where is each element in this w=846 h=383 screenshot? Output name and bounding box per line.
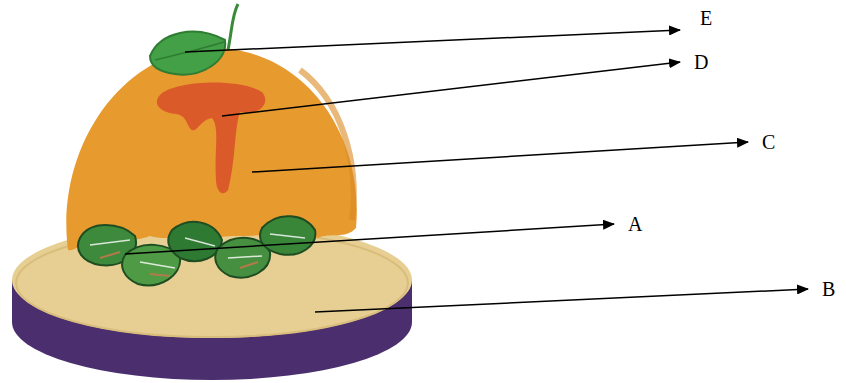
part-label: B xyxy=(822,279,835,299)
green-filling xyxy=(78,216,315,285)
leader-arrow xyxy=(185,30,680,52)
part-label: A xyxy=(628,214,642,234)
leader-arrow xyxy=(315,289,808,312)
red-sauce xyxy=(157,83,265,194)
leaf-stem xyxy=(228,4,238,50)
green-leaf xyxy=(150,32,225,75)
part-label: C xyxy=(762,132,775,152)
leader-arrow xyxy=(252,142,748,172)
leader-arrow xyxy=(222,62,680,116)
leader-arrow xyxy=(125,224,614,254)
orange-dome xyxy=(66,48,356,250)
dome-shade xyxy=(300,70,354,220)
part-label: E xyxy=(700,8,712,28)
part-label: D xyxy=(694,52,708,72)
